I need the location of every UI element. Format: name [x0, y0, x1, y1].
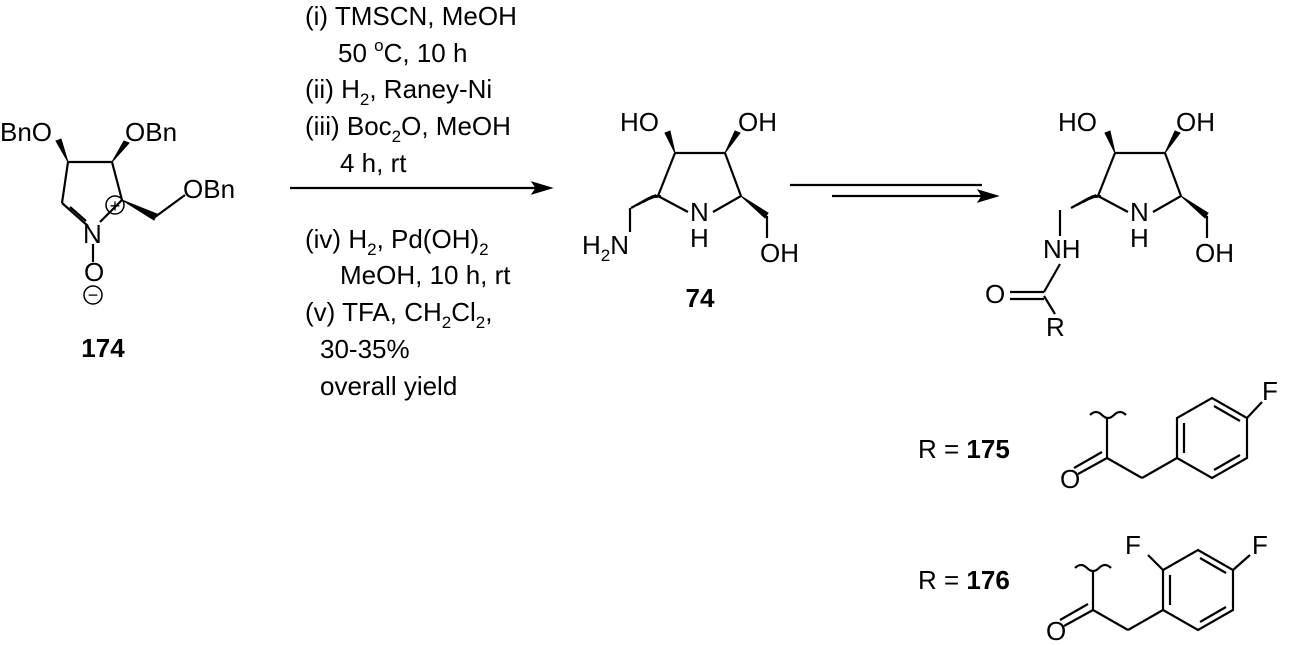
- minus-sign: −: [88, 285, 99, 305]
- compound-number: 74: [686, 283, 715, 313]
- compound-174: + − BnO OBn OBn N O 174: [0, 117, 235, 363]
- condition-line: (iv) H2, Pd(OH)2: [305, 224, 489, 259]
- bond: [1199, 606, 1227, 623]
- r-definition: R = 176: [918, 565, 1010, 595]
- condition-line: (ii) H2, Raney-Ni: [305, 74, 492, 109]
- bond: [656, 152, 677, 197]
- bond: [1152, 195, 1182, 213]
- r-group-176: R = 176 O F F: [918, 530, 1268, 645]
- bond: [1213, 454, 1241, 471]
- bond: [1141, 457, 1178, 479]
- hydroxyl-label: HO: [620, 107, 659, 137]
- oxygen-label: O: [84, 257, 104, 287]
- arrow-head-icon: [530, 181, 554, 195]
- bond: [657, 195, 689, 213]
- carbonyl-oxygen-label: O: [1046, 616, 1066, 645]
- hydroxyl-label: OH: [1176, 107, 1215, 137]
- condition-line: overall yield: [320, 371, 457, 401]
- hydroxyl-label: HO: [1058, 107, 1097, 137]
- product-general: HO OH N H NH OH O R: [985, 107, 1234, 342]
- r-group-175: R = 175 O F: [918, 376, 1278, 494]
- amine-label: H2N: [582, 230, 629, 265]
- hydrogen-label: H: [1130, 223, 1149, 253]
- bond: [1246, 401, 1263, 419]
- wedge-bond: [121, 199, 158, 221]
- bond: [1059, 603, 1089, 621]
- hydrogen-label: H: [690, 223, 709, 253]
- bond: [1073, 451, 1103, 469]
- condition-line: 4 h, rt: [340, 148, 407, 178]
- condition-line: (iii) Boc2O, MeOH: [305, 111, 511, 146]
- bond: [1077, 457, 1108, 475]
- bond: [1097, 195, 1129, 213]
- fluorine-label: F: [1125, 530, 1141, 560]
- bond: [1043, 263, 1061, 293]
- nitrogen-label: N: [690, 197, 709, 227]
- bond: [1147, 554, 1164, 571]
- wedge-bond: [664, 130, 676, 154]
- condition-line: MeOH, 10 h, rt: [340, 260, 511, 290]
- obn-label: OBn: [125, 117, 177, 147]
- hydroxyl-label: OH: [738, 107, 777, 137]
- bond: [1163, 152, 1183, 197]
- benzene-ring: [1175, 396, 1249, 480]
- r-definition: R = 175: [918, 434, 1010, 464]
- bond: [723, 152, 743, 197]
- bond: [1106, 457, 1143, 479]
- multistep-arrow: [790, 183, 1000, 203]
- condition-line: (i) TMSCN, MeOH: [305, 1, 517, 31]
- carbonyl-oxygen-label: O: [985, 279, 1005, 309]
- fluorine-label: F: [1262, 376, 1278, 406]
- wedge-bond: [1180, 195, 1209, 219]
- wedge-bond: [55, 138, 69, 163]
- bond: [712, 195, 742, 213]
- condition-line: 50 oC, 10 h: [338, 36, 467, 68]
- wedge-bond: [740, 195, 769, 219]
- bond: [69, 206, 87, 222]
- wedge-bond: [1104, 130, 1116, 154]
- bond: [99, 199, 123, 223]
- bond: [60, 161, 70, 204]
- obn-label: OBn: [183, 174, 235, 204]
- bond: [1063, 609, 1094, 627]
- reaction-conditions: (i) TMSCN, MeOH 50 oC, 10 h (ii) H2, Ran…: [290, 1, 554, 401]
- bond: [1232, 554, 1251, 571]
- nitrogen-label: N: [1130, 197, 1149, 227]
- plus-sign: +: [110, 196, 121, 216]
- benzene-ring: [1161, 548, 1235, 632]
- plus-charge-icon: [105, 195, 125, 215]
- bond: [154, 194, 186, 218]
- bond: [1127, 609, 1164, 631]
- bond: [1043, 295, 1056, 315]
- compound-74: HO OH N H H2N OH 74: [582, 107, 799, 313]
- hashed-bond: [630, 193, 662, 209]
- wedge-bond: [1164, 130, 1181, 154]
- carbonyl-oxygen-label: O: [1060, 464, 1080, 494]
- bond: [1092, 609, 1129, 631]
- fluorine-label: F: [1252, 530, 1268, 560]
- bno-label: BnO: [0, 117, 52, 147]
- bond: [1213, 405, 1241, 422]
- arrow-head-icon: [976, 189, 1000, 203]
- bond: [1199, 557, 1227, 574]
- bond: [110, 161, 124, 201]
- nitrogen-label: N: [83, 219, 102, 249]
- bond: [1096, 152, 1117, 197]
- wedge-bond: [724, 130, 741, 154]
- minus-charge-icon: [83, 285, 103, 305]
- hydroxyl-label: OH: [760, 238, 799, 268]
- compound-number: 174: [81, 333, 125, 363]
- wedge-bond: [111, 140, 130, 163]
- bond: [61, 202, 89, 227]
- hydroxyl-label: OH: [1195, 238, 1234, 268]
- condition-line: 30-35%: [320, 334, 410, 364]
- hashed-bond: [1070, 193, 1102, 209]
- wavy-attachment-bond: [1089, 410, 1127, 420]
- amide-nh-label: NH: [1043, 234, 1081, 264]
- r-group-label: R: [1046, 312, 1065, 342]
- condition-line: (v) TFA, CH2Cl2,: [305, 297, 492, 332]
